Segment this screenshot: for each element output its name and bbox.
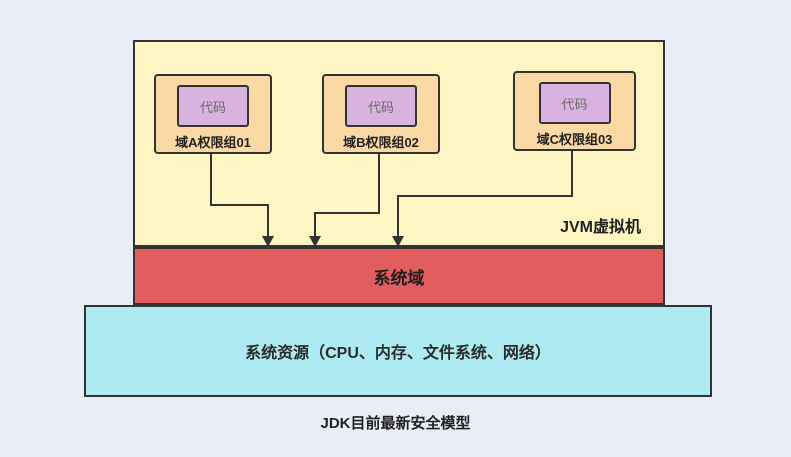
code-label-c: 代码 [561,96,588,112]
system-domain-box: 系统域 [133,247,665,305]
code-box-c: 代码 [538,82,611,124]
diagram-caption: JDK目前最新安全模型 [320,415,471,432]
code-label-a: 代码 [199,99,226,115]
system-resources-label: 系统资源（CPU、内存、文件系统、网络） [245,345,551,362]
code-label-b: 代码 [367,99,394,115]
code-box-a: 代码 [177,85,249,127]
jvm-box: 代码 域A权限组01 代码 域B权限组02 代码 域C权限组03 JVM虚拟机 [133,40,665,247]
system-resources-box: 系统资源（CPU、内存、文件系统、网络） [84,305,712,397]
code-box-b: 代码 [345,85,417,127]
domain-group-b: 代码 域B权限组02 [322,74,440,154]
domain-group-c: 代码 域C权限组03 [513,71,636,151]
domain-group-a: 代码 域A权限组01 [154,74,272,154]
system-domain-label: 系统域 [373,268,425,288]
domain-label-c: 域C权限组03 [536,132,613,147]
jvm-label: JVM虚拟机 [560,219,641,236]
domain-label-a: 域A权限组01 [175,135,251,150]
domain-label-b: 域B权限组02 [343,135,419,150]
